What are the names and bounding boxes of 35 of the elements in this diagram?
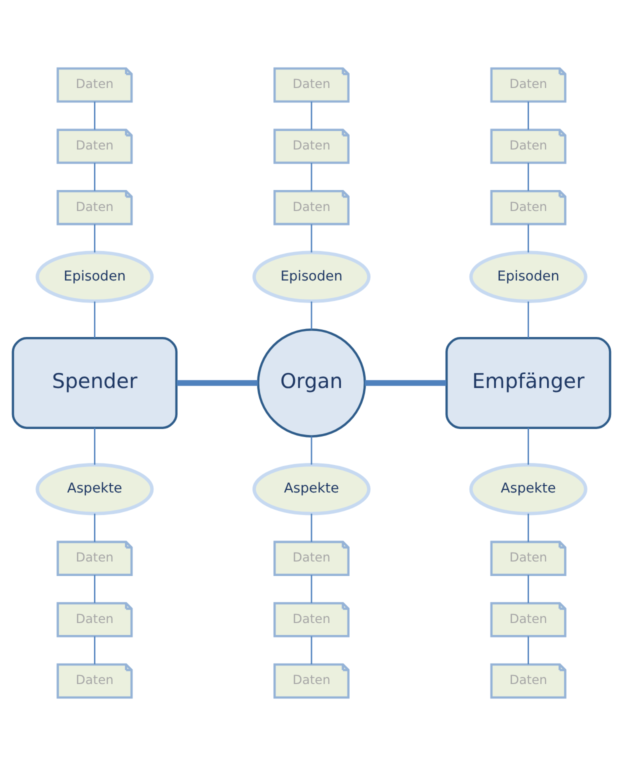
connector xyxy=(310,574,312,602)
connector xyxy=(310,162,312,190)
node-box: Empfänger xyxy=(445,336,612,428)
connector xyxy=(528,162,529,190)
connector xyxy=(310,224,312,252)
connector xyxy=(310,513,312,542)
connector xyxy=(528,513,529,542)
connector xyxy=(310,636,312,664)
connector xyxy=(528,574,529,602)
node-ellipse: Episoden xyxy=(36,250,154,302)
connector xyxy=(176,380,258,386)
connector xyxy=(94,636,96,664)
connector xyxy=(528,301,529,338)
connector xyxy=(310,101,312,130)
node-ellipse: Aspekte xyxy=(252,462,371,515)
node-box: Spender xyxy=(12,336,178,428)
node-ellipse: Episoden xyxy=(469,250,588,302)
node-ellipse: Aspekte xyxy=(469,462,588,515)
connector xyxy=(310,301,312,330)
connector xyxy=(94,301,96,338)
connector xyxy=(528,636,529,664)
connector xyxy=(94,101,96,130)
connector xyxy=(94,162,96,190)
connector xyxy=(310,436,312,464)
connector xyxy=(528,101,529,130)
connector xyxy=(94,513,96,542)
node-circle: Organ xyxy=(257,328,366,437)
connector xyxy=(528,427,529,464)
connector xyxy=(94,224,96,252)
connector xyxy=(94,574,96,602)
node-ellipse: Episoden xyxy=(252,250,371,302)
connector xyxy=(364,380,446,386)
node-ellipse: Aspekte xyxy=(36,462,154,515)
connector xyxy=(94,427,96,464)
connector xyxy=(528,224,529,252)
